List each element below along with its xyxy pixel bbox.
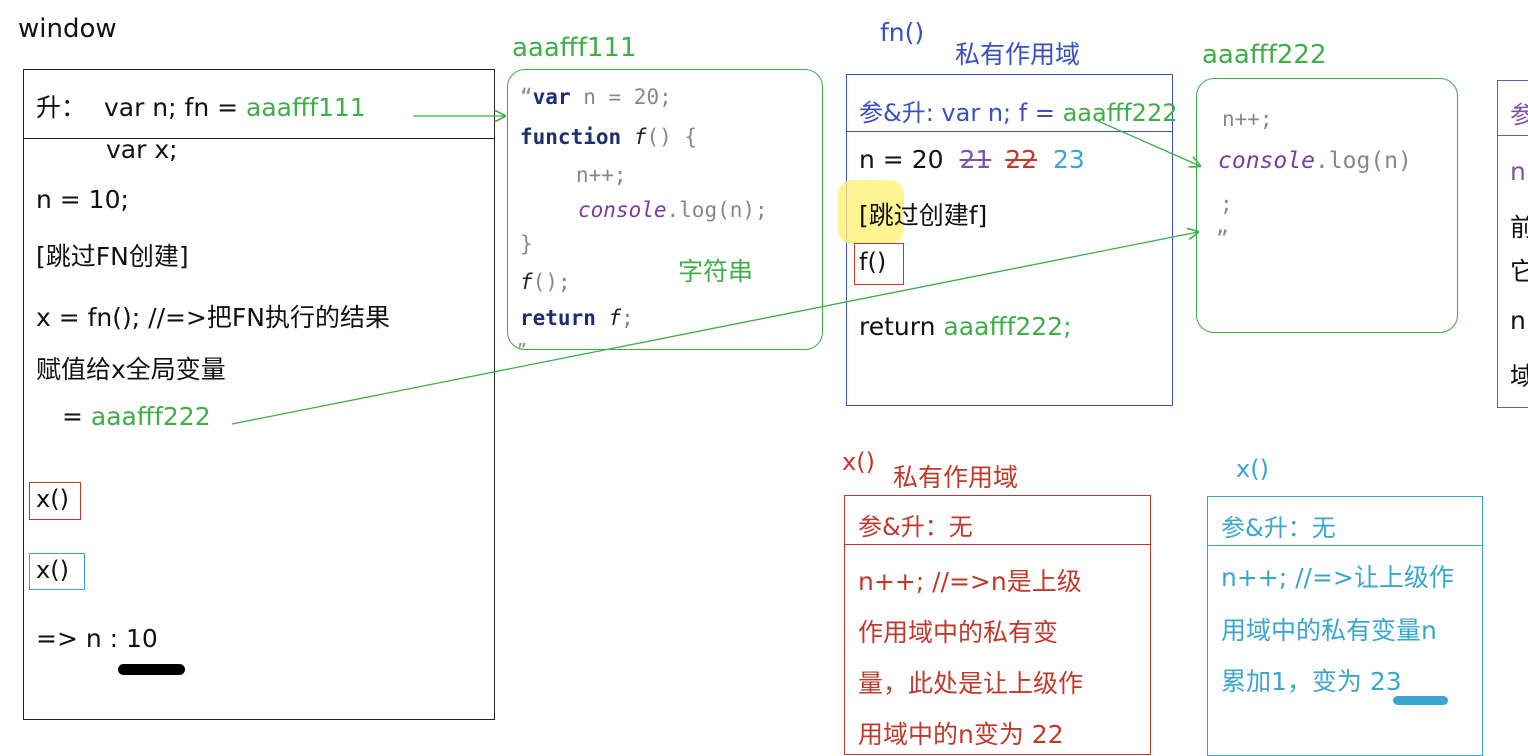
heap222-box bbox=[1196, 78, 1458, 333]
n-value-22: 22 bbox=[1005, 145, 1038, 174]
x-blue-header: 参&升：无 bbox=[1221, 514, 1336, 542]
fn-scope-skip-f: [跳过创建f] bbox=[859, 201, 988, 230]
window-eq-line: = aaafff222 bbox=[62, 402, 211, 431]
heap222-line-1: n++; bbox=[1222, 107, 1273, 131]
heap111-box bbox=[507, 69, 823, 350]
n-value-20: 20 bbox=[911, 145, 944, 174]
fn-scope-n-line: n = 20 21 22 23 bbox=[859, 145, 1085, 174]
arrow-f-to-heap222 bbox=[1097, 120, 1200, 166]
heap111-line-2: function f() { bbox=[520, 125, 698, 149]
x-blue-body-3: 累加1，变为 23 bbox=[1221, 667, 1402, 696]
window-box bbox=[23, 69, 495, 720]
heap222-line-3: ; bbox=[1220, 192, 1233, 216]
arrow-x-to-heap222 bbox=[231, 232, 1198, 425]
window-call-x-blue: x() bbox=[29, 553, 85, 590]
right-cut-header: 参 bbox=[1510, 101, 1528, 129]
fn-scope-header-addr: aaafff222 bbox=[1062, 99, 1178, 127]
window-x-assign: x = fn(); //=>把FN执行的结果 bbox=[36, 303, 390, 332]
window-header-divider bbox=[24, 138, 494, 139]
heap111-label: aaafff111 bbox=[512, 33, 637, 63]
window-result: => n : 10 bbox=[36, 624, 158, 653]
heap111-line-4: console.log(n); bbox=[578, 198, 768, 222]
heap222-line-4: ” bbox=[1216, 227, 1229, 251]
heap111-line-1: “var n = 20; bbox=[520, 85, 672, 109]
highlight-mark bbox=[838, 180, 904, 244]
window-hoist-addr: aaafff111 bbox=[246, 93, 366, 122]
heap111-note: 字符串 bbox=[678, 257, 754, 286]
x-red-body-1: n++; //=>n是上级 bbox=[858, 567, 1082, 596]
fn-scope-return: return aaafff222; bbox=[859, 312, 1072, 341]
right-cut-line-3: 它 bbox=[1510, 257, 1528, 286]
window-eq-addr: aaafff222 bbox=[90, 402, 211, 431]
n-value-23: 23 bbox=[1052, 145, 1085, 174]
x-blue-body-2: 用域中的私有变量n bbox=[1221, 616, 1437, 645]
fn-scope-title: 私有作用域 bbox=[955, 40, 1081, 69]
right-cut-line-4: n bbox=[1510, 306, 1526, 335]
heap111-line-6: f(); bbox=[520, 270, 571, 294]
result-underline-mark bbox=[118, 664, 185, 675]
heap111-line-5: } bbox=[520, 232, 533, 256]
right-cut-divider bbox=[1498, 135, 1528, 136]
fn-scope-call-f: f() bbox=[854, 243, 904, 285]
right-cut-line-1: n bbox=[1510, 157, 1526, 186]
x-red-header: 参&升：无 bbox=[858, 513, 973, 541]
x-blue-divider bbox=[1208, 545, 1482, 546]
n-value-21: 21 bbox=[959, 145, 992, 174]
heap111-line-3: n++; bbox=[576, 163, 627, 187]
x-red-call-label: x() bbox=[842, 448, 875, 476]
x-blue-body-1: n++; //=>让上级作 bbox=[1221, 563, 1454, 592]
window-n-assign: n = 10; bbox=[36, 185, 129, 214]
fn-scope-header: 参&升: var n; f = aaafff222 bbox=[859, 99, 1178, 127]
window-skip-fn: [跳过FN创建] bbox=[36, 242, 189, 271]
window-x-assign-2: 赋值给x全局变量 bbox=[36, 355, 226, 384]
x-red-body-2: 作用域中的私有变 bbox=[858, 618, 1059, 647]
x-red-body-3: 量，此处是让上级作 bbox=[858, 669, 1084, 698]
window-var-x: var x; bbox=[106, 135, 178, 164]
x-red-title: 私有作用域 bbox=[893, 463, 1019, 492]
x-red-divider bbox=[845, 544, 1150, 545]
heap111-line-7: return f; bbox=[520, 306, 634, 330]
window-call-x-red: x() bbox=[29, 482, 81, 520]
right-cut-line-5: 域 bbox=[1510, 362, 1528, 391]
heap222-line-2: console.log(n) bbox=[1218, 148, 1412, 174]
window-label: window bbox=[18, 14, 117, 44]
x-blue-underline-mark bbox=[1393, 696, 1448, 705]
right-cut-box bbox=[1497, 80, 1528, 408]
right-cut-line-2: 前 bbox=[1510, 213, 1528, 242]
fn-scope-return-addr: aaafff222; bbox=[943, 312, 1072, 341]
heap222-label: aaafff222 bbox=[1202, 40, 1327, 70]
window-hoist-line: 升： var n; fn = aaafff111 bbox=[36, 93, 366, 122]
x-blue-call-label: x() bbox=[1236, 455, 1269, 483]
heap111-quote-close: ” bbox=[517, 340, 527, 359]
fn-scope-divider bbox=[847, 131, 1172, 132]
fn-call-label: fn() bbox=[880, 18, 925, 47]
